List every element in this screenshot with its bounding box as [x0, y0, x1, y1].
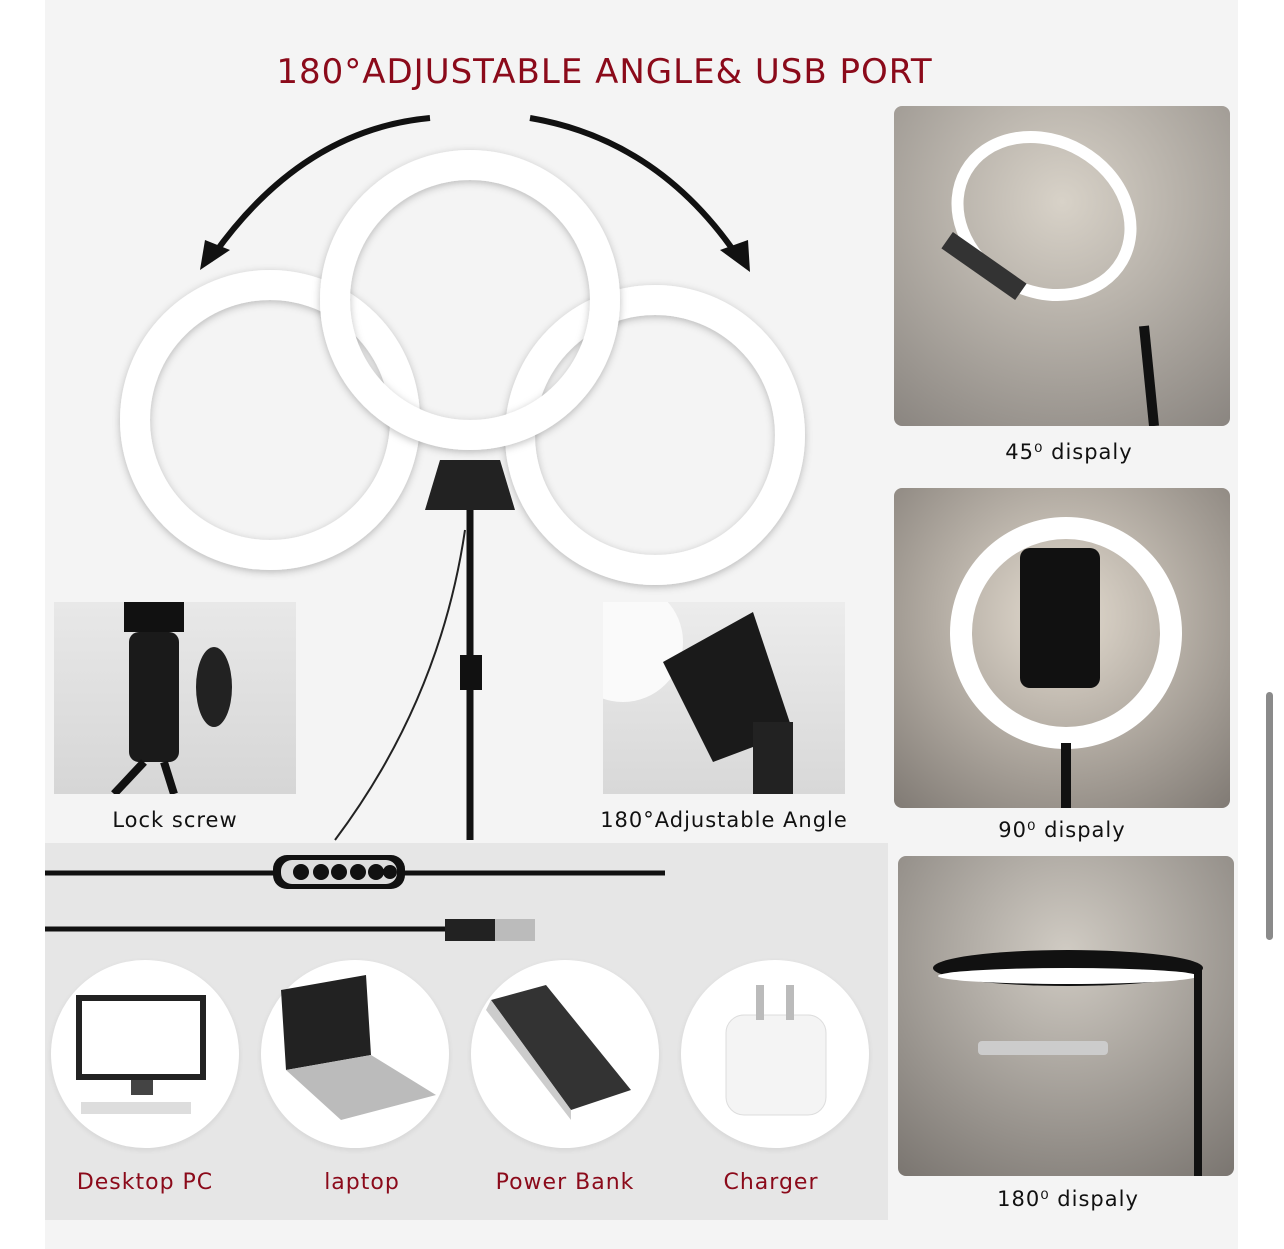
power-bank-image	[471, 960, 659, 1148]
display-180-caption: 180⁰ dispaly	[997, 1187, 1139, 1211]
lock-screw-photo	[54, 602, 296, 797]
rotate-right-arrow	[529, 115, 743, 262]
charger-image	[681, 960, 869, 1148]
adjustable-angle-caption: 180°Adjustable Angle	[600, 808, 848, 832]
power-bank-label: Power Bank	[495, 1170, 635, 1195]
usb-cable-illustration	[45, 855, 665, 941]
laptop-image	[261, 960, 449, 1148]
ring-light-illustration	[120, 115, 805, 841]
display-90-photo	[894, 488, 1230, 808]
display-45-photo	[894, 106, 1230, 426]
rotate-left-arrow	[207, 115, 431, 262]
lock-screw-caption: Lock screw	[112, 808, 238, 832]
display-45-caption: 45⁰ dispaly	[1005, 440, 1133, 464]
charger-label: Charger	[723, 1170, 819, 1195]
desktop-pc-label: Desktop PC	[76, 1170, 214, 1195]
vertical-scrollbar[interactable]	[1266, 692, 1273, 940]
display-180-photo	[898, 856, 1234, 1176]
page-title: 180°ADJUSTABLE ANGLE& USB PORT	[276, 52, 933, 92]
display-90-caption: 90⁰ dispaly	[998, 818, 1126, 842]
adjustable-angle-photo	[563, 582, 845, 794]
desktop-pc-image	[51, 960, 239, 1148]
laptop-label: laptop	[324, 1170, 400, 1195]
